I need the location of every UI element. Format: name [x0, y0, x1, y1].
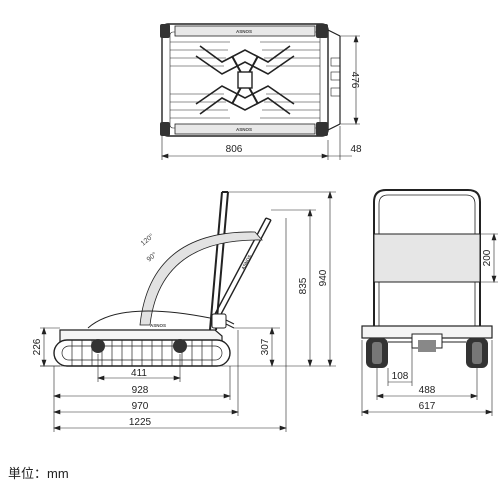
top-center-emblem: [231, 55, 259, 105]
dim-200: [480, 233, 498, 283]
dim-label-928: 928: [132, 385, 149, 396]
front-center-mechanism: [388, 333, 466, 352]
dim-label-1225: 1225: [129, 417, 152, 428]
dim-label-476: 476: [349, 72, 360, 89]
dim-806: [161, 136, 329, 160]
side-brand: ASNOS: [150, 323, 166, 328]
top-rail-bottom: [174, 123, 316, 135]
front-view: [361, 189, 498, 416]
dim-48: [328, 126, 352, 160]
top-handle: [327, 29, 341, 131]
dim-928: [53, 366, 231, 400]
top-rail-top: [174, 25, 316, 37]
side-hinge: [211, 313, 235, 329]
dim-970: [53, 330, 239, 416]
dim-940: [228, 191, 336, 367]
side-track-treads: [71, 340, 213, 366]
dim-label-108: 108: [392, 371, 409, 382]
side-folded-handle: [87, 310, 211, 329]
angle-label-90: 90°: [145, 250, 158, 263]
top-ribs-right: [260, 41, 320, 119]
dim-617: [361, 340, 493, 416]
dim-476: [340, 35, 360, 125]
top-brand-lower: ASNOS: [236, 127, 252, 132]
dim-label-200: 200: [482, 249, 493, 266]
dim-label-48: 48: [350, 144, 362, 155]
top-brand-upper: ASNOS: [236, 29, 252, 34]
top-view: [160, 23, 360, 160]
front-handle-frame: [373, 189, 481, 330]
unit-label: 単位：mm: [8, 466, 69, 481]
dim-label-970: 970: [132, 401, 149, 412]
dim-108: [387, 348, 413, 386]
top-deck-outline: [161, 23, 329, 137]
side-rotation-arc: [139, 231, 263, 326]
dim-1225: [53, 218, 287, 432]
dim-label-806: 806: [226, 144, 243, 155]
side-wheels: [91, 339, 187, 353]
front-casters: [366, 338, 488, 368]
top-ribs-left: [170, 41, 230, 119]
top-chevrons: [195, 45, 295, 115]
dim-label-617: 617: [419, 401, 436, 412]
dim-488: [376, 368, 478, 400]
dim-label-835: 835: [298, 277, 309, 294]
angle-label-120: 120°: [139, 232, 155, 248]
top-casters: [160, 24, 328, 136]
dim-307: [234, 327, 280, 367]
side-handle-brand: ASNOS: [240, 254, 252, 270]
dim-411: [97, 354, 181, 382]
dim-label-307: 307: [260, 338, 271, 355]
dim-label-411: 411: [131, 368, 147, 379]
side-handle: [209, 191, 229, 331]
front-panel: [373, 233, 481, 283]
dim-label-488: 488: [419, 385, 436, 396]
dim-label-226: 226: [32, 338, 43, 355]
front-handle-frame-inner: [378, 194, 476, 330]
dim-835: [271, 209, 316, 367]
side-view: [40, 191, 336, 432]
dim-label-940: 940: [318, 269, 329, 286]
